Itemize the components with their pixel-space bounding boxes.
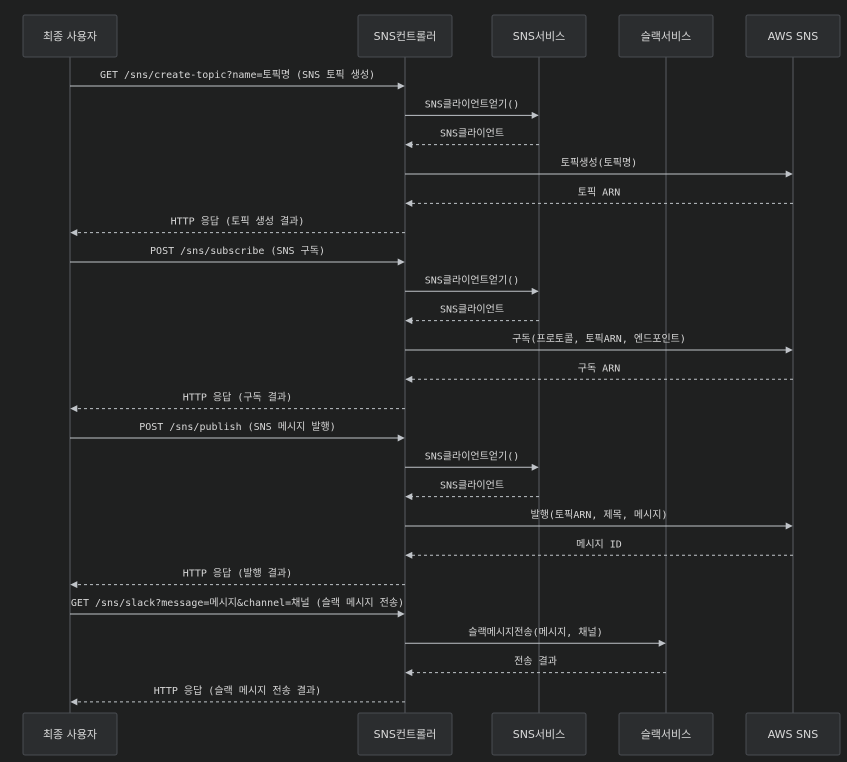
participant-aws-top: AWS SNS [745,14,841,58]
message-label: GET /sns/slack?message=메시지&channel=채널 (슬… [71,597,404,609]
participant-label: 슬랙서비스 [641,30,692,43]
participant-user-top: 최종 사용자 [22,14,118,58]
message-label: HTTP 응답 (구독 결과) [183,392,292,404]
participant-box [22,14,118,58]
message-label: SNS클라이언트얻기() [425,98,520,110]
participant-box [745,712,841,756]
participant-box [745,14,841,58]
message-4: 토픽생성(토픽명) [405,157,793,178]
message-label: SNS클라이언트 [440,304,504,316]
message-label: POST /sns/publish (SNS 메시지 발행) [139,421,336,433]
participant-label: SNS서비스 [513,30,566,43]
message-9: SNS클라이언트 [405,304,539,325]
message-20: 슬랙메시지전송(메시지, 채널) [405,626,666,647]
participant-aws-bottom: AWS SNS [745,712,841,756]
participant-svc-top: SNS서비스 [491,14,587,58]
message-22: HTTP 응답 (슬랙 메시지 전송 결과) [70,685,405,706]
message-15: SNS클라이언트 [405,480,539,501]
message-16: 발행(토픽ARN, 제목, 메시지) [405,509,793,530]
participant-label: 최종 사용자 [43,30,97,43]
participant-user-bottom: 최종 사용자 [22,712,118,756]
message-label: HTTP 응답 (발행 결과) [183,568,292,580]
message-1: GET /sns/create-topic?name=토픽명 (SNS 토픽 생… [70,69,405,90]
message-7: POST /sns/subscribe (SNS 구독) [70,245,405,266]
participant-box [357,712,453,756]
message-label: 구독 ARN [578,362,620,374]
participant-label: SNS컨트롤러 [374,30,437,43]
message-14: SNS클라이언트얻기() [405,450,539,471]
message-8: SNS클라이언트얻기() [405,274,539,295]
message-label: POST /sns/subscribe (SNS 구독) [150,245,325,257]
message-18: HTTP 응답 (발행 결과) [70,568,405,589]
message-6: HTTP 응답 (토픽 생성 결과) [70,216,405,237]
participant-ctrl-bottom: SNS컨트롤러 [357,712,453,756]
participant-slack-bottom: 슬랙서비스 [618,712,714,756]
message-21: 전송 결과 [405,656,666,677]
message-label: 토픽생성(토픽명) [561,157,637,169]
participant-slack-top: 슬랙서비스 [618,14,714,58]
message-label: SNS클라이언트 [440,128,504,140]
message-label: HTTP 응답 (슬랙 메시지 전송 결과) [154,685,321,697]
participant-box [618,712,714,756]
message-label: 구독(프로토콜, 토픽ARN, 엔드포인트) [512,333,686,345]
message-2: SNS클라이언트얻기() [405,98,539,119]
message-label: 메시지 ID [576,538,622,550]
participant-ctrl-top: SNS컨트롤러 [357,14,453,58]
message-12: HTTP 응답 (구독 결과) [70,392,405,413]
participant-label: 슬랙서비스 [641,728,692,741]
participant-label: SNS서비스 [513,728,566,741]
message-label: 토픽 ARN [578,186,620,198]
message-3: SNS클라이언트 [405,128,539,149]
participant-label: AWS SNS [768,30,818,43]
message-label: SNS클라이언트얻기() [425,274,520,286]
participant-label: SNS컨트롤러 [374,728,437,741]
participant-box [491,712,587,756]
message-label: 슬랙메시지전송(메시지, 채널) [468,626,602,638]
message-5: 토픽 ARN [405,186,793,207]
message-label: GET /sns/create-topic?name=토픽명 (SNS 토픽 생… [100,69,375,81]
participant-svc-bottom: SNS서비스 [491,712,587,756]
message-11: 구독 ARN [405,362,793,383]
participant-box [491,14,587,58]
message-label: 전송 결과 [514,656,557,668]
message-label: SNS클라이언트 [440,480,504,492]
message-10: 구독(프로토콜, 토픽ARN, 엔드포인트) [405,333,793,354]
message-19: GET /sns/slack?message=메시지&channel=채널 (슬… [70,597,405,618]
participant-label: AWS SNS [768,728,818,741]
message-label: HTTP 응답 (토픽 생성 결과) [171,216,305,228]
message-label: 발행(토픽ARN, 제목, 메시지) [531,509,668,521]
participant-box [22,712,118,756]
participant-box [618,14,714,58]
participant-label: 최종 사용자 [43,728,97,741]
message-label: SNS클라이언트얻기() [425,450,520,462]
participant-box [357,14,453,58]
message-17: 메시지 ID [405,538,793,559]
message-13: POST /sns/publish (SNS 메시지 발행) [70,421,405,442]
